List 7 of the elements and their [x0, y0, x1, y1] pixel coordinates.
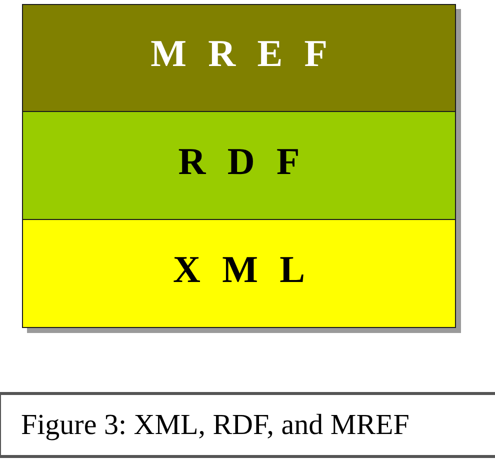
layer-label: R D F	[178, 142, 300, 180]
layer-label: X M L	[173, 250, 305, 288]
layer-label: M R E F	[150, 35, 328, 73]
layer-band	[22, 4, 456, 112]
figure-caption: Figure 3: XML, RDF, and MREF	[0, 392, 495, 458]
layer-band	[22, 219, 456, 328]
layer-band	[22, 111, 456, 220]
